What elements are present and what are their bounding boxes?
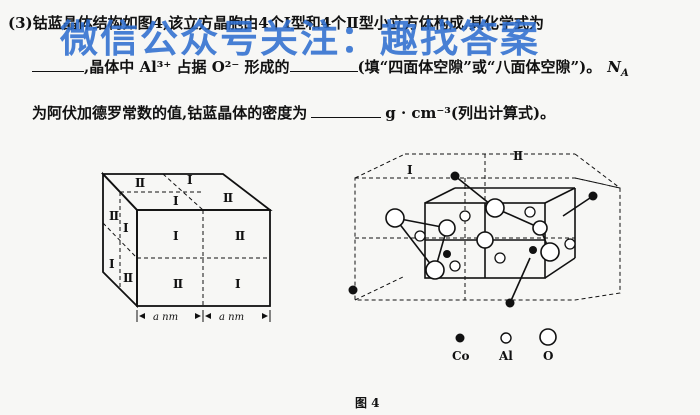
- legend-o-marker: [539, 328, 557, 346]
- o-atom: [540, 242, 560, 262]
- o-atom: [532, 220, 548, 236]
- cube-top-label-4: Ⅱ: [223, 191, 233, 205]
- question-text-3a: 为阿伏加德罗常数的值,钴蓝晶体的密度为: [32, 104, 308, 122]
- question-text-1: (3)钴蓝晶体结构如图4,该立方晶胞由4个Ⅰ型和4个Ⅱ型小立方体构成,其化学式为: [8, 14, 545, 32]
- co-atom: [348, 285, 358, 295]
- na-subscript: A: [620, 68, 629, 79]
- co-atom: [588, 191, 598, 201]
- structure-label-type1: Ⅰ: [407, 163, 413, 177]
- question-line-1: (3)钴蓝晶体结构如图4,该立方晶胞由4个Ⅰ型和4个Ⅱ型小立方体构成,其化学式为: [8, 12, 544, 33]
- dimension-label-1: a nm: [153, 312, 178, 323]
- cube-front-label-3: Ⅱ: [173, 277, 183, 291]
- question-line-3: 为阿伏加德罗常数的值,钴蓝晶体的密度为 g · cm⁻³(列出计算式)。: [32, 102, 555, 123]
- al-atom: [564, 238, 576, 250]
- co-atom: [443, 250, 451, 258]
- cube-front-label-2: Ⅱ: [235, 229, 245, 243]
- question-text-2b: (填“四面体空隙”或“八面体空隙”)。: [357, 58, 602, 76]
- al-atom: [414, 230, 426, 242]
- na-symbol: NA: [607, 58, 629, 79]
- legend-co-label: Co: [452, 349, 470, 363]
- legend-al-label: Al: [498, 349, 513, 363]
- al-atom: [494, 252, 506, 264]
- co-atom: [450, 171, 460, 181]
- cube-diagram: Ⅱ Ⅰ Ⅰ Ⅱ Ⅰ Ⅱ Ⅱ Ⅰ Ⅱ Ⅰ Ⅰ Ⅱ a nm a nm: [100, 171, 273, 323]
- answer-blank-formula[interactable]: [32, 71, 84, 72]
- answer-blank-density[interactable]: [311, 117, 382, 118]
- o-atom: [476, 231, 494, 249]
- cube-top-label-1: Ⅱ: [135, 176, 145, 190]
- cube-side-label-3: Ⅰ: [109, 257, 115, 271]
- legend-al-marker: [500, 332, 512, 344]
- dimension-label-2: a nm: [219, 312, 244, 323]
- cube-top-label-2: Ⅰ: [187, 173, 193, 187]
- cube-side-label-2: Ⅰ: [123, 221, 129, 235]
- al-atom: [449, 260, 461, 272]
- o-atom: [485, 198, 505, 218]
- question-line-2: ,晶体中 Al³⁺ 占据 O²⁻ 形成的 (填“四面体空隙”或“八面体空隙”)。 N…: [32, 56, 629, 79]
- legend-o-label: O: [543, 349, 553, 363]
- o-atom: [425, 260, 445, 280]
- question-text-2a: ,晶体中 Al³⁺ 占据 O²⁻ 形成的: [84, 58, 290, 76]
- legend-co-marker: [455, 333, 465, 343]
- watermark: 微信公众号关注：趣找答案: [60, 17, 541, 61]
- al-atom: [524, 206, 536, 218]
- co-atom: [529, 246, 537, 254]
- question-text-3b: g · cm⁻³(列出计算式)。: [385, 104, 556, 122]
- cube-front-label-4: Ⅰ: [235, 277, 241, 291]
- al-atom: [459, 210, 471, 222]
- o-atom: [438, 219, 456, 237]
- structure-label-type2: Ⅱ: [513, 149, 523, 163]
- legend: Co Al O: [452, 328, 557, 363]
- cube-side-label-1: Ⅱ: [109, 209, 119, 223]
- o-atom: [385, 208, 405, 228]
- co-atom: [505, 298, 515, 308]
- crystal-structure-diagram: Ⅰ Ⅱ Co Al O: [348, 149, 621, 363]
- cube-top-label-3: Ⅰ: [173, 194, 179, 208]
- answer-blank-void[interactable]: [289, 71, 358, 72]
- cube-side-label-4: Ⅱ: [123, 271, 133, 285]
- na-letter: N: [607, 58, 621, 76]
- figure-caption: 图 4: [355, 396, 380, 410]
- cube-front-label-1: Ⅰ: [173, 229, 179, 243]
